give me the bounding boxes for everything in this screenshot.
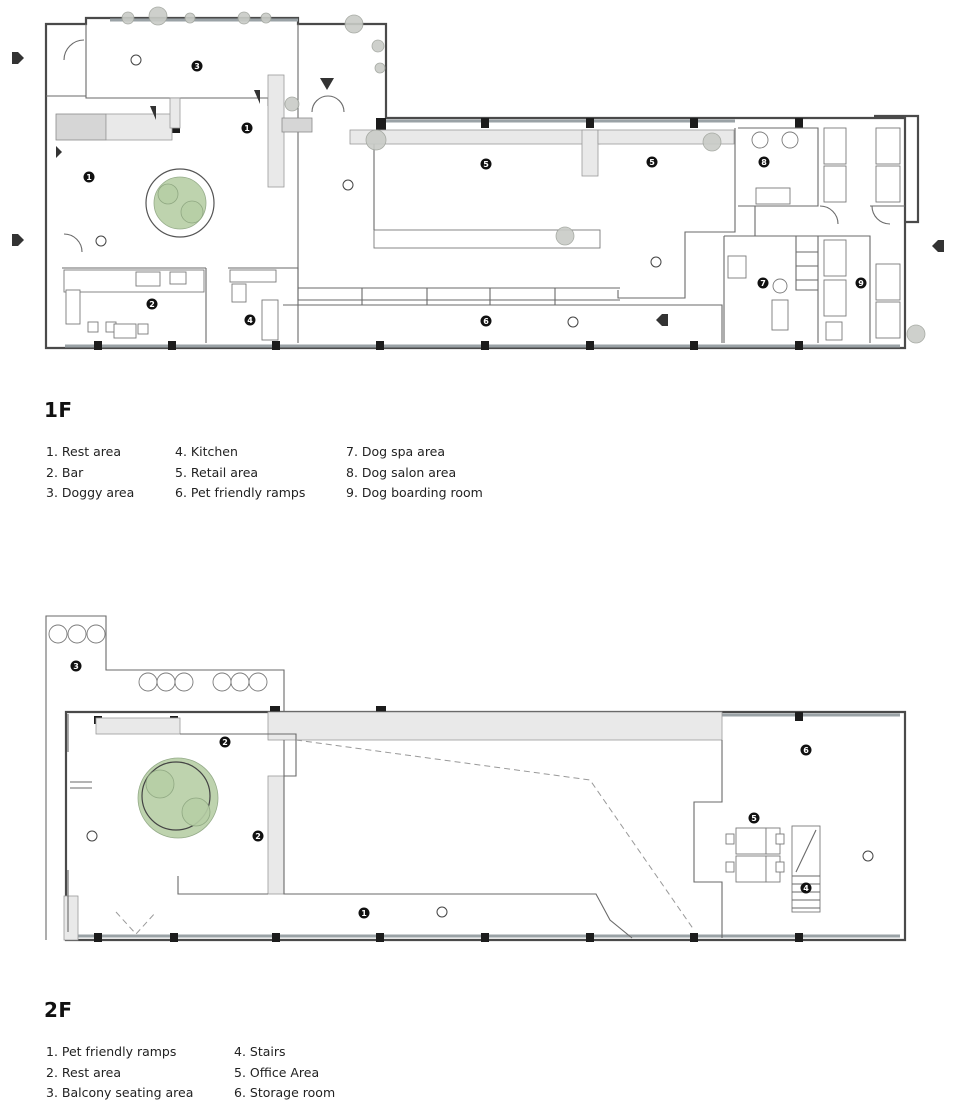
legend-1f-col-1: 1. Rest area 2. Bar 3. Doggy area xyxy=(46,442,175,504)
svg-text:3: 3 xyxy=(194,62,200,71)
2f-void-edge xyxy=(267,775,285,895)
legend-item: 6. Storage room xyxy=(234,1085,336,1100)
plan-2f: 1 2 2 3 4 5 6 xyxy=(45,615,907,942)
1f-marker-salon: 8 xyxy=(758,156,770,168)
legend-item: 2. Rest area xyxy=(46,1064,121,1080)
2f-tree xyxy=(137,757,219,839)
1f-outer-wall xyxy=(44,16,907,350)
legend-item: 1. Rest area xyxy=(46,444,121,459)
svg-text:4: 4 xyxy=(803,884,809,893)
legend-item: 3. Doggy area xyxy=(46,485,135,500)
svg-text:4: 4 xyxy=(247,316,253,325)
1f-marker-ramps: 6 xyxy=(480,315,492,327)
1f-marker-rest-1: 1 xyxy=(241,122,253,134)
2f-marker-storage: 6 xyxy=(800,744,812,756)
1f-retail-shelf-top xyxy=(349,129,601,145)
2f-interior-walls xyxy=(67,733,723,939)
1f-retail-shelf-right xyxy=(597,129,735,145)
svg-text:6: 6 xyxy=(483,317,489,326)
svg-text:5: 5 xyxy=(751,814,757,823)
legend-item: 4. Stairs xyxy=(234,1044,286,1059)
legend-item: 6. Pet friendly ramps xyxy=(175,485,306,500)
plan-1f: 1 1 2 3 4 5 5 6 7 8 9 xyxy=(12,6,944,350)
1f-retail-shelf-side xyxy=(581,129,599,177)
1f-marker-retail-2: 5 xyxy=(646,156,658,168)
legend-item: 7. Dog spa area xyxy=(346,444,446,459)
2f-shelf xyxy=(95,717,181,735)
2f-marker-rest-2: 2 xyxy=(252,830,264,842)
1f-bar-counter-top xyxy=(55,113,107,141)
svg-text:1: 1 xyxy=(244,124,250,133)
1f-marker-retail-1: 5 xyxy=(480,158,492,170)
2f-marker-balcony: 3 xyxy=(70,660,82,672)
2f-marker-stairs: 4 xyxy=(800,882,812,894)
1f-bar-furniture xyxy=(63,269,205,339)
legend-item: 9. Dog boarding room xyxy=(346,485,483,500)
2f-balcony-outline xyxy=(45,615,285,940)
svg-text:9: 9 xyxy=(858,279,864,288)
svg-text:1: 1 xyxy=(86,173,92,182)
floor-title-2f: 2F xyxy=(44,998,73,1022)
2f-marker-rest-1: 2 xyxy=(219,736,231,748)
1f-retail-counter xyxy=(373,229,601,249)
1f-partition xyxy=(169,97,181,129)
legend-1f-col-3: 7. Dog spa area 8. Dog salon area 9. Dog… xyxy=(346,442,483,504)
legend-1f-col-2: 4. Kitchen 5. Retail area 6. Pet friendl… xyxy=(175,442,346,504)
1f-marker-boarding: 9 xyxy=(855,277,867,289)
2f-office-desks xyxy=(725,827,785,883)
svg-text:5: 5 xyxy=(649,158,655,167)
svg-text:3: 3 xyxy=(73,662,79,671)
legend-item: 1. Pet friendly ramps xyxy=(46,1044,177,1059)
svg-text:1: 1 xyxy=(361,909,367,918)
2f-balcony-seating xyxy=(48,624,268,692)
floor-title-1f: 1F xyxy=(44,398,73,422)
legend-2f-col-2: 4. Stairs 5. Office Area 6. Storage room xyxy=(234,1042,335,1104)
2f-room-markers: 1 2 2 3 4 5 6 xyxy=(70,660,812,919)
1f-kitchen-counter xyxy=(229,269,277,283)
legend-item: 3. Balcony seating area xyxy=(46,1085,194,1100)
legend-item: 5. Office Area xyxy=(234,1064,320,1080)
1f-marker-bar: 2 xyxy=(146,298,158,310)
1f-ramp-lines xyxy=(298,287,620,305)
1f-bar-shelf xyxy=(105,113,173,141)
1f-right-annex-wall xyxy=(874,114,920,224)
legend-2f: 1. Pet friendly ramps 2. Rest area 3. Ba… xyxy=(46,1042,335,1104)
svg-text:6: 6 xyxy=(803,746,809,755)
legend-item: 4. Kitchen xyxy=(175,444,238,459)
1f-marker-doggy: 3 xyxy=(191,60,203,72)
svg-text:2: 2 xyxy=(255,832,261,841)
svg-text:7: 7 xyxy=(760,279,766,288)
1f-marker-spa: 7 xyxy=(757,277,769,289)
1f-spa-salon-boarding xyxy=(727,127,901,341)
svg-text:2: 2 xyxy=(222,738,228,747)
2f-stair xyxy=(791,825,821,913)
2f-walkway-band xyxy=(267,711,723,741)
1f-marker-kitchen: 4 xyxy=(244,314,256,326)
2f-marker-office: 5 xyxy=(748,812,760,824)
svg-text:8: 8 xyxy=(761,158,767,167)
svg-text:2: 2 xyxy=(149,300,155,309)
svg-text:5: 5 xyxy=(483,160,489,169)
legend-item: 2. Bar xyxy=(46,464,84,480)
1f-greenery xyxy=(121,6,926,344)
1f-entrance-arrows xyxy=(12,52,944,326)
1f-room-markers: 1 1 2 3 4 5 5 6 7 8 9 xyxy=(83,60,867,327)
legend-1f: 1. Rest area 2. Bar 3. Doggy area 4. Kit… xyxy=(46,442,483,504)
legend-item: 8. Dog salon area xyxy=(346,464,457,480)
legend-2f-col-1: 1. Pet friendly ramps 2. Rest area 3. Ba… xyxy=(46,1042,234,1104)
1f-marker-rest-2: 1 xyxy=(83,171,95,183)
1f-doors xyxy=(63,39,891,253)
1f-dog-icons xyxy=(95,54,662,328)
1f-entry-bench xyxy=(281,117,313,133)
legend-item: 5. Retail area xyxy=(175,464,259,480)
2f-marker-ramps: 1 xyxy=(358,907,370,919)
2f-dog-icons xyxy=(86,830,874,918)
